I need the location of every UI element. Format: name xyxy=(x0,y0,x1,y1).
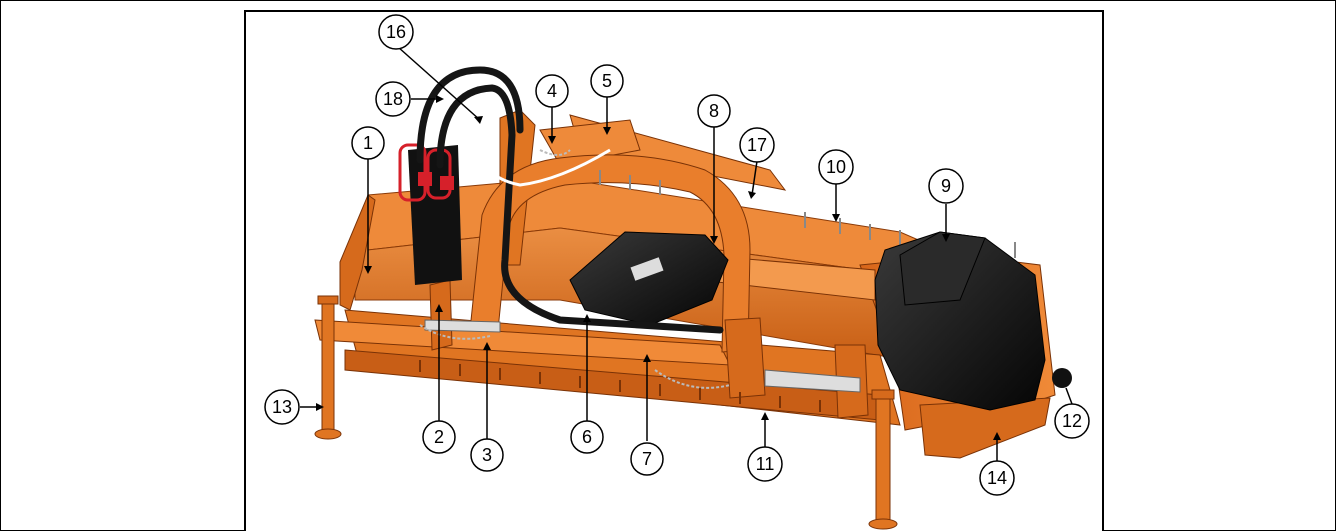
callout-16: 16 xyxy=(378,14,414,50)
support-leg-left xyxy=(314,295,342,440)
hitch-pin-right xyxy=(764,369,861,393)
pto-stub xyxy=(1052,368,1072,388)
callout-8: 8 xyxy=(697,94,731,128)
svg-text:5: 5 xyxy=(602,71,612,91)
svg-text:13: 13 xyxy=(272,397,292,417)
svg-text:11: 11 xyxy=(756,454,775,474)
svg-text:2: 2 xyxy=(434,427,444,447)
callout-5: 5 xyxy=(590,64,624,98)
svg-text:4: 4 xyxy=(547,81,557,101)
callout-18: 18 xyxy=(375,81,411,117)
svg-text:14: 14 xyxy=(987,468,1007,488)
callout-7: 7 xyxy=(630,442,664,476)
arrowheads xyxy=(316,95,1001,440)
front-plate-left xyxy=(429,279,453,351)
gearbox xyxy=(569,231,729,326)
svg-text:6: 6 xyxy=(582,427,592,447)
belt-shield-top xyxy=(899,231,986,306)
svg-text:9: 9 xyxy=(941,176,951,196)
hood-teeth xyxy=(419,360,821,412)
callout-3: 3 xyxy=(470,438,504,472)
callout-1: 1 xyxy=(351,126,385,160)
svg-text:1: 1 xyxy=(363,133,373,153)
hydraulic-cylinder xyxy=(398,143,462,285)
callout-14: 14 xyxy=(979,460,1015,496)
gearbox-label xyxy=(630,257,664,281)
callout-13: 13 xyxy=(264,389,300,425)
callout-10: 10 xyxy=(818,149,854,185)
svg-text:17: 17 xyxy=(747,135,767,155)
hitch-pin-left xyxy=(424,319,501,333)
hydraulic-hoses xyxy=(416,66,724,334)
callout-17: 17 xyxy=(739,127,775,163)
callout-11: 11 xyxy=(747,446,783,482)
callout-6: 6 xyxy=(570,420,604,454)
svg-text:12: 12 xyxy=(1062,411,1082,431)
flail-mower xyxy=(314,66,1072,530)
svg-text:3: 3 xyxy=(482,445,492,465)
svg-text:16: 16 xyxy=(386,22,406,42)
front-plate-right xyxy=(724,317,766,399)
callout-4: 4 xyxy=(535,74,569,108)
chains xyxy=(419,149,731,389)
svg-text:18: 18 xyxy=(383,89,403,109)
svg-text:7: 7 xyxy=(642,449,652,469)
arch-frame xyxy=(469,154,751,353)
leader-lines xyxy=(300,46,1073,461)
svg-text:10: 10 xyxy=(826,157,846,177)
top-tines xyxy=(599,170,1016,258)
support-leg-right xyxy=(868,389,898,530)
white-cable xyxy=(482,129,611,187)
svg-text:8: 8 xyxy=(709,101,719,121)
callout-9: 9 xyxy=(928,168,964,204)
callout-2: 2 xyxy=(422,420,456,454)
callout-12: 12 xyxy=(1054,403,1090,439)
